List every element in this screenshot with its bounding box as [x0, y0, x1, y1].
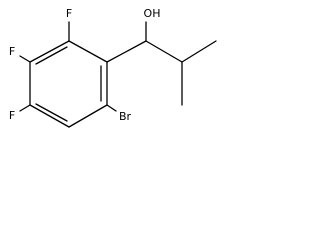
hydroxyl-label: OH	[144, 7, 161, 20]
ring-bond-top-left-inner	[35, 46, 68, 65]
bromine-label: Br	[119, 110, 132, 123]
benzene-ring	[29, 40, 108, 128]
ring-bond-top	[68, 40, 108, 63]
ring-bond-bottom-left	[29, 104, 70, 128]
structure-diagram: OH F F F Br	[9, 7, 217, 128]
fluorine-left-label: F	[9, 45, 15, 58]
fluorine-bottom-label: F	[9, 109, 15, 122]
bond-carbinol-to-ch	[145, 40, 183, 63]
bond-ch-to-methyl-top	[181, 40, 217, 63]
ring-bond-top-left	[29, 40, 70, 63]
ring-bond-bottom-left-inner	[35, 103, 68, 122]
bond-to-fluorine-left	[19, 55, 31, 63]
bond-ring-to-carbinol	[106, 40, 147, 63]
bond-to-bromine	[106, 104, 117, 112]
bond-to-fluorine-bottom	[19, 104, 31, 112]
atom-labels: OH F F F Br	[9, 7, 161, 123]
substituent-bonds	[19, 21, 217, 112]
ring-bond-bottom-right	[68, 104, 108, 128]
fluorine-top-label: F	[66, 7, 72, 20]
